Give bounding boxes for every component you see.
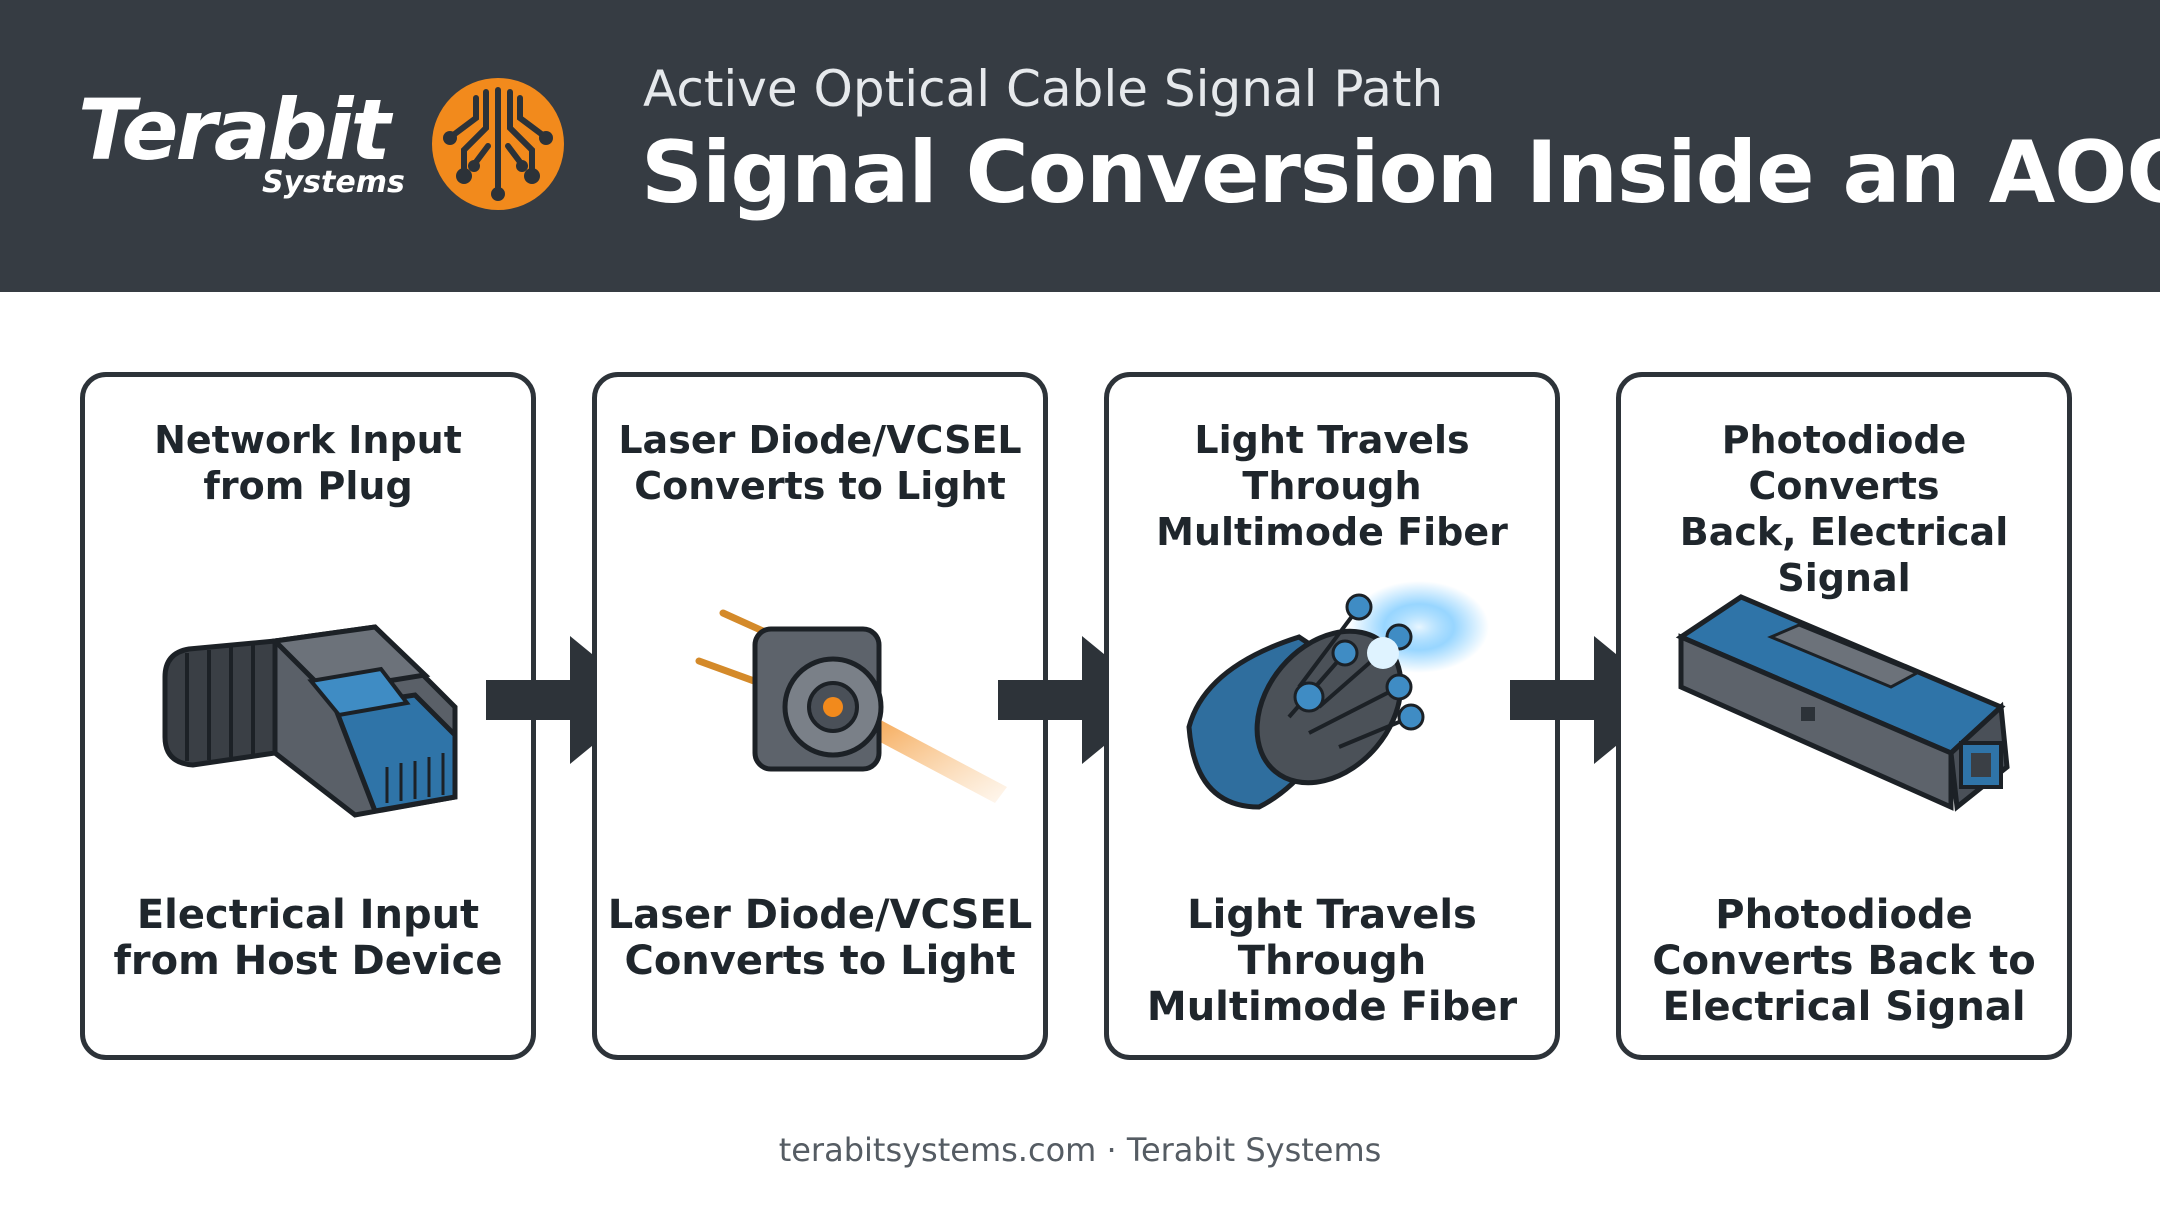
step-title: Network Input from Plug [154, 418, 462, 508]
step-title: Photodiode Converts Back, Electrical Sig… [1679, 418, 2009, 600]
step-card-multimode-fiber: Light Travels Through Multimode Fiber Li… [1104, 372, 1560, 1060]
step-card-photodiode: Photodiode Converts Back, Electrical Sig… [1616, 372, 2072, 1060]
step-card-laser-diode: Laser Diode/VCSEL Converts to Light Lase… [592, 372, 1048, 1060]
rj45-plug-icon [162, 624, 458, 818]
footer-credit: terabitsystems.com · Terabit Systems [778, 1131, 1382, 1169]
circuit-brain-icon [432, 78, 564, 210]
step-caption: Photodiode Converts Back to Electrical S… [1652, 892, 2036, 1030]
header-supertitle: Active Optical Cable Signal Path [643, 60, 1444, 118]
step-caption: Light Travels Through Multimode Fiber [1146, 892, 1518, 1030]
step-caption: Electrical Input from Host Device [113, 892, 503, 984]
step-title: Light Travels Through Multimode Fiber [1156, 418, 1508, 554]
fiber-bundle-icon [1186, 581, 1489, 810]
step-title: Laser Diode/VCSEL Converts to Light [618, 418, 1022, 508]
step-caption: Laser Diode/VCSEL Converts to Light [607, 892, 1033, 984]
brand-tagline: Systems [262, 165, 405, 200]
header-bar: Terabit Systems Active Optical Cable Sig… [0, 0, 2160, 292]
step-card-network-input: Network Input from Plug Electrical Input… [80, 372, 536, 1060]
page-title: Signal Conversion Inside an AOC [641, 123, 2160, 223]
brand-name: Terabit [78, 81, 391, 179]
laser-diode-icon [695, 609, 1007, 803]
sfp-transceiver-icon [1675, 594, 2010, 812]
